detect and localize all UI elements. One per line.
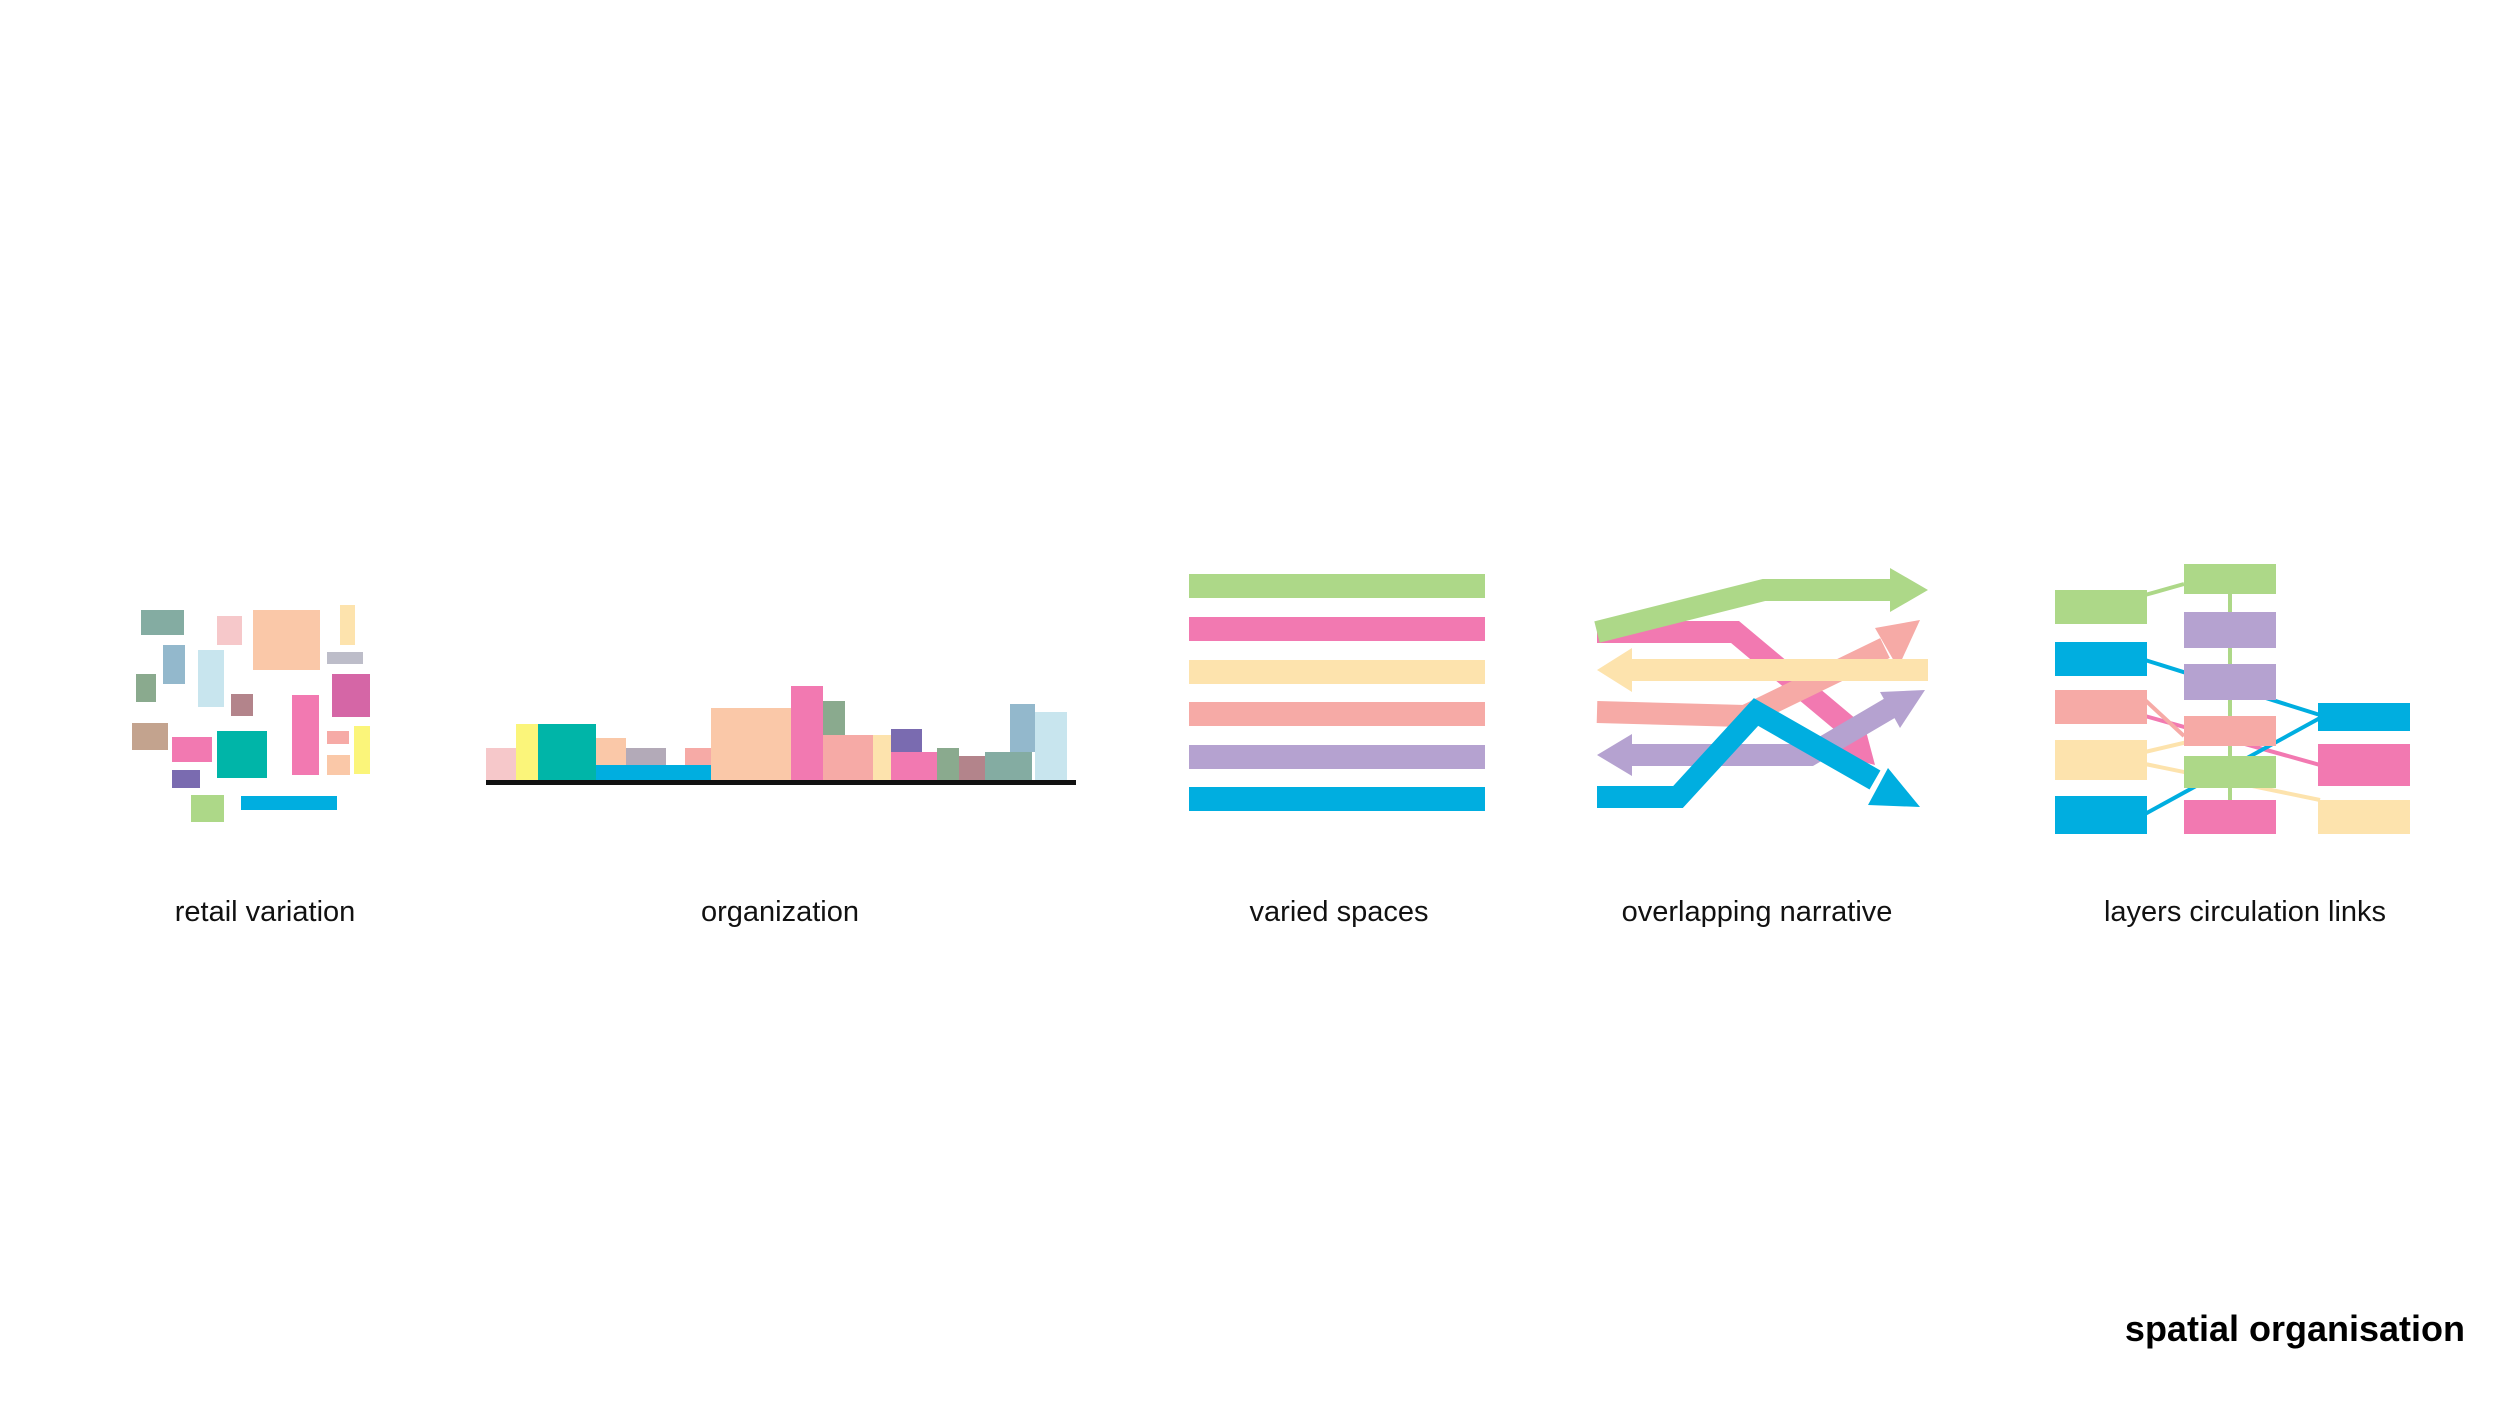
retail-block: [241, 796, 337, 810]
retail-block: [292, 695, 319, 775]
skyline-bar: [711, 708, 791, 782]
skyline-bar: [538, 724, 596, 782]
caption-layers-circulation-links: layers circulation links: [2103, 896, 2387, 928]
narrative-arrowhead-cream: [1597, 648, 1632, 692]
retail-block: [141, 610, 184, 635]
retail-block: [217, 616, 242, 645]
caption-organization: organization: [701, 896, 859, 928]
retail-block: [163, 645, 185, 684]
skyline-bar: [891, 752, 937, 782]
retail-block: [198, 650, 224, 707]
layer-block: [2184, 564, 2276, 594]
skyline-bar: [959, 756, 985, 782]
skyline-bar: [516, 724, 538, 782]
narrative-arrowhead-blue: [1868, 768, 1920, 807]
skyline-baseline: [486, 780, 1076, 785]
skyline-bar: [823, 701, 845, 737]
skyline-bar: [486, 748, 516, 782]
page-title: spatial organisation: [2124, 1308, 2465, 1349]
narrative-arrow-pink: [1597, 621, 1860, 739]
layer-block: [2184, 716, 2276, 746]
skyline-bar: [937, 748, 959, 782]
stripe: [1189, 787, 1485, 811]
skyline-bar: [791, 686, 823, 782]
layer-block: [2055, 740, 2147, 780]
retail-block: [217, 731, 267, 778]
retail-block: [132, 723, 168, 750]
caption-overlapping-narrative: overlapping narrative: [1621, 896, 1893, 928]
layer-block: [2055, 690, 2147, 724]
skyline-bar: [596, 765, 711, 782]
retail-variation-diagram: [132, 605, 370, 822]
retail-block: [172, 737, 212, 762]
layer-block: [2318, 744, 2410, 786]
stripe: [1189, 574, 1485, 598]
retail-block: [231, 694, 253, 716]
retail-block: [253, 610, 320, 670]
narrative-arrow-blue: [1597, 698, 1881, 808]
skyline-bar: [823, 735, 873, 782]
retail-block: [327, 731, 349, 744]
layer-block: [2318, 703, 2410, 731]
layer-block: [2184, 800, 2276, 834]
retail-block: [136, 674, 156, 702]
narrative-arrowhead-lavender-2: [1880, 690, 1925, 728]
stripe: [1189, 660, 1485, 684]
link: [2144, 582, 2185, 597]
layer-block: [2055, 590, 2147, 624]
retail-block: [327, 652, 363, 664]
caption-varied-spaces: varied spaces: [1249, 896, 1429, 928]
narrative-arrowhead-salmon: [1875, 620, 1920, 668]
skyline-bar: [596, 738, 626, 768]
organization-skyline-diagram: [486, 686, 1076, 785]
caption-retail-variation: retail variation: [174, 896, 356, 928]
retail-block: [327, 755, 350, 775]
layer-block: [2184, 756, 2276, 788]
link: [2143, 698, 2186, 738]
layer-block: [2055, 796, 2147, 834]
retail-block: [340, 605, 355, 645]
skyline-bar: [685, 748, 711, 765]
varied-spaces-stripes: [1189, 574, 1485, 811]
retail-block: [191, 795, 224, 822]
skyline-bar: [873, 735, 891, 782]
narrative-arrow-salmon: [1596, 638, 1890, 728]
overlapping-narrative-arrows: [1594, 568, 1928, 808]
narrative-arrowhead-lavender: [1597, 734, 1632, 776]
skyline-bar: [626, 748, 666, 768]
layer-block: [2055, 642, 2147, 676]
retail-block: [354, 726, 370, 774]
stripe: [1189, 617, 1485, 641]
layer-block: [2318, 800, 2410, 834]
layers-circulation-links-diagram: [2055, 564, 2410, 834]
stripe: [1189, 745, 1485, 769]
layer-block: [2184, 664, 2276, 700]
retail-block: [172, 770, 200, 788]
retail-block: [332, 674, 370, 717]
narrative-arrow-green: [1594, 579, 1890, 643]
skyline-bar: [1035, 712, 1067, 782]
skyline-bar: [1010, 704, 1035, 752]
stripe: [1189, 702, 1485, 726]
layer-block: [2184, 612, 2276, 648]
skyline-bar: [891, 729, 922, 752]
skyline-bar: [985, 752, 1032, 782]
narrative-arrowhead-green: [1890, 568, 1928, 612]
